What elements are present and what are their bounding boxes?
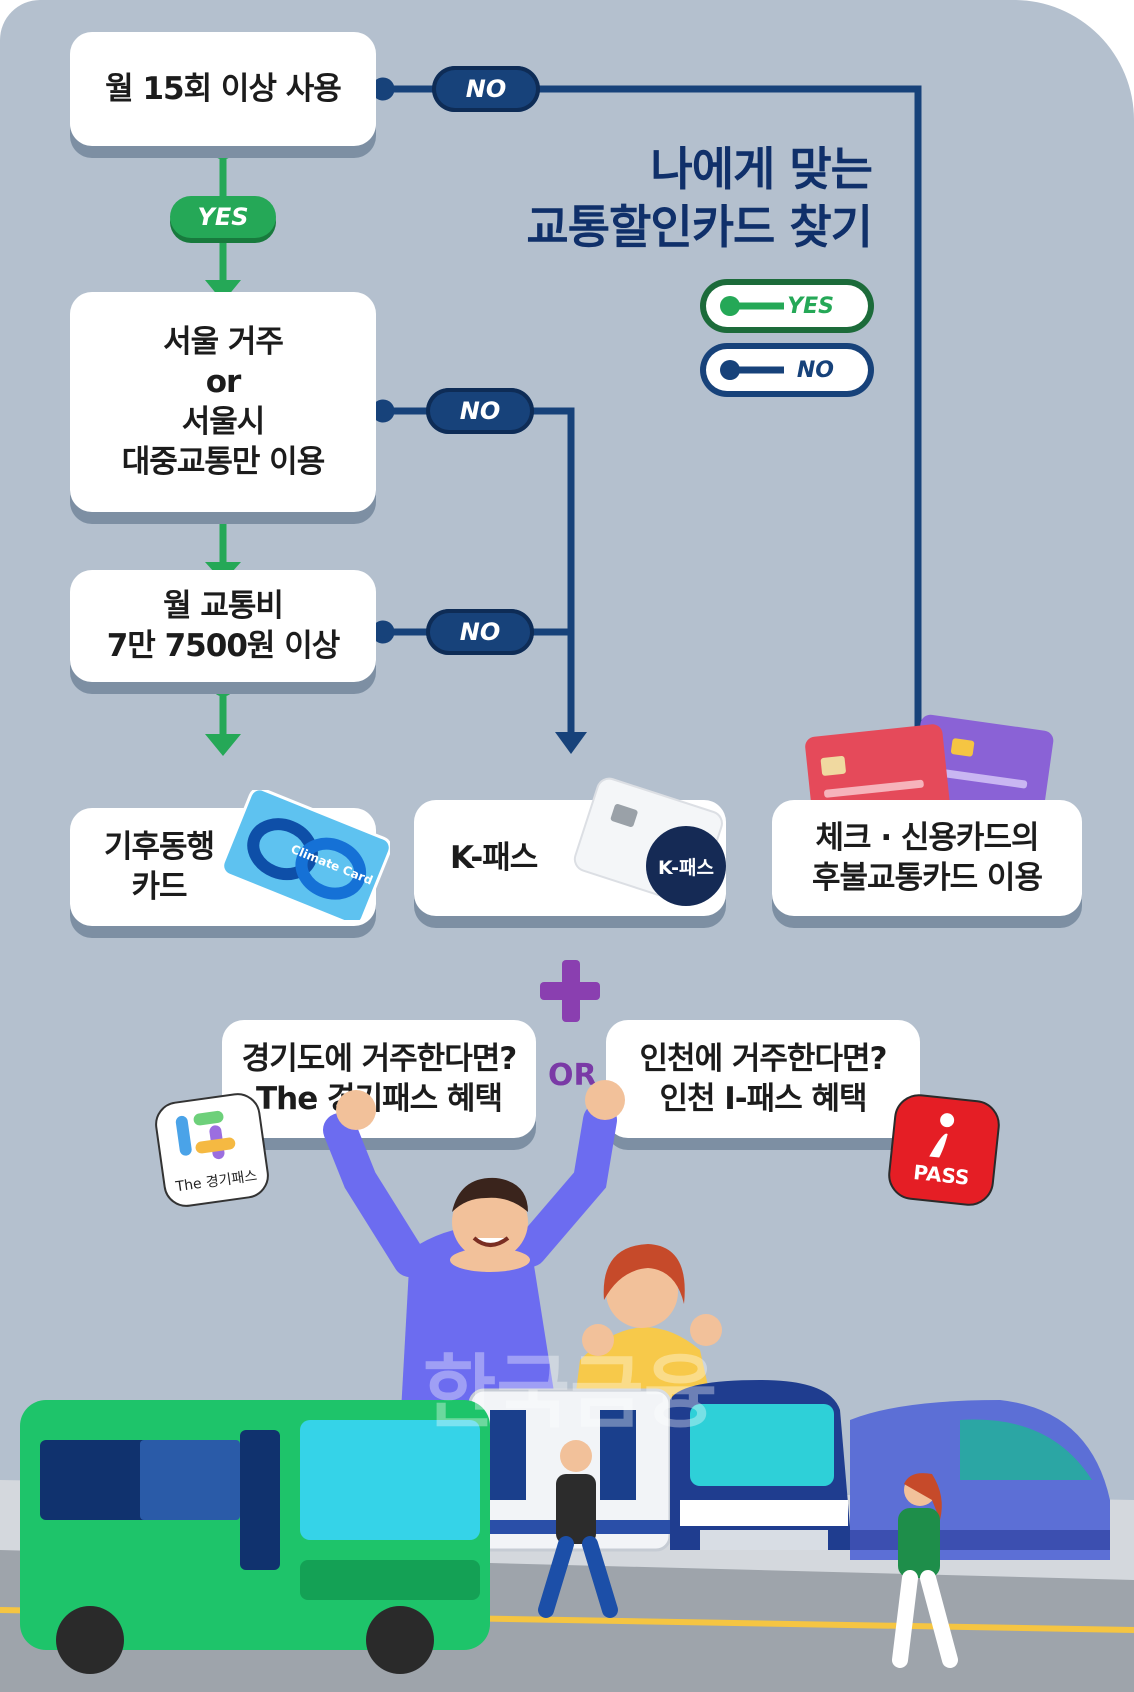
legend-no: NO bbox=[706, 349, 868, 391]
incheon-line-1: 인천에 거주한다면? bbox=[639, 1041, 888, 1077]
result-climate-line-1: 기후동행 bbox=[103, 829, 215, 865]
yes-arrow-1 bbox=[205, 280, 241, 302]
question-seoul-line-1: 서울 거주 bbox=[163, 324, 284, 360]
gyeonggi-pass-logo: The 경기패스 bbox=[155, 1093, 269, 1207]
legend-no-line-icon bbox=[720, 360, 784, 380]
page-title: 나에게 맞는 교통할인카드 찾기 bbox=[526, 140, 873, 256]
question-cost-box: 월 교통비 7만 7500원 이상 bbox=[70, 570, 376, 682]
express-train-blue bbox=[850, 1400, 1110, 1560]
result-kpass-label: K-패스 bbox=[450, 840, 538, 876]
no-pill-1: NO bbox=[432, 66, 540, 112]
incheon-benefit-box: 인천에 거주한다면? 인천 I-패스 혜택 bbox=[606, 1020, 920, 1138]
plus-icon bbox=[540, 960, 600, 1022]
no-pill-3: NO bbox=[426, 609, 534, 655]
question-cost-line-1: 월 교통비 bbox=[163, 588, 284, 624]
yes-arrow-3 bbox=[205, 734, 241, 756]
question-seoul-line-2: or bbox=[205, 364, 242, 400]
result-credit-line-1: 체크 · 신용카드의 bbox=[815, 820, 1039, 856]
watermark-text: 한국금융 bbox=[423, 1346, 717, 1439]
question-seoul-line-4: 대중교통만 이용 bbox=[121, 444, 325, 480]
credit-cards-image bbox=[805, 714, 1054, 820]
green-bus bbox=[20, 1400, 490, 1674]
kpass-badge-text: K-패스 bbox=[658, 857, 714, 879]
result-credit-line-2: 후불교통카드 이용 bbox=[812, 860, 1043, 896]
no-pill-2: NO bbox=[426, 388, 534, 434]
subway-train-front bbox=[670, 1380, 852, 1550]
result-credit-box: 체크 · 신용카드의 후불교통카드 이용 bbox=[772, 800, 1082, 916]
walking-businessman bbox=[538, 1440, 618, 1618]
legend-yes: YES bbox=[706, 285, 868, 327]
title-line-2: 교통할인카드 찾기 bbox=[526, 200, 873, 254]
man-cheering bbox=[323, 1080, 625, 1430]
question-seoul-line-3: 서울시 bbox=[181, 404, 266, 440]
question-usage-box: 월 15회 이상 사용 bbox=[70, 32, 376, 146]
yes-pill-1: YES bbox=[170, 196, 276, 238]
or-label: OR bbox=[548, 1058, 597, 1093]
gyeonggi-benefit-box: 경기도에 거주한다면? The 경기패스 혜택 bbox=[222, 1020, 536, 1138]
legend-no-label: NO bbox=[796, 357, 834, 383]
gyeonggi-line-1: 경기도에 거주한다면? bbox=[241, 1041, 517, 1077]
legend-yes-line-icon bbox=[720, 296, 784, 316]
gyeonggi-line-2: The 경기패스 혜택 bbox=[256, 1081, 503, 1117]
arrow-to-kpass bbox=[555, 732, 587, 754]
walking-woman-with-phone bbox=[892, 1473, 958, 1668]
incheon-line-2: 인천 I-패스 혜택 bbox=[659, 1081, 867, 1117]
kpass-card-image: K-패스 bbox=[573, 777, 726, 906]
question-seoul-box: 서울 거주 or 서울시 대중교통만 이용 bbox=[70, 292, 376, 512]
incheon-ipass-logo: PASS bbox=[888, 1094, 1000, 1206]
result-climate-line-2: 카드 bbox=[131, 869, 187, 905]
legend-yes-label: YES bbox=[787, 293, 834, 319]
question-cost-line-2: 7만 7500원 이상 bbox=[106, 628, 341, 664]
title-line-1: 나에게 맞는 bbox=[650, 142, 873, 196]
question-usage-text: 월 15회 이상 사용 bbox=[105, 71, 342, 107]
no-connector-q1 bbox=[371, 77, 922, 742]
climate-card-image: Climate Card bbox=[221, 790, 390, 920]
incheon-logo-text: PASS bbox=[912, 1160, 970, 1190]
